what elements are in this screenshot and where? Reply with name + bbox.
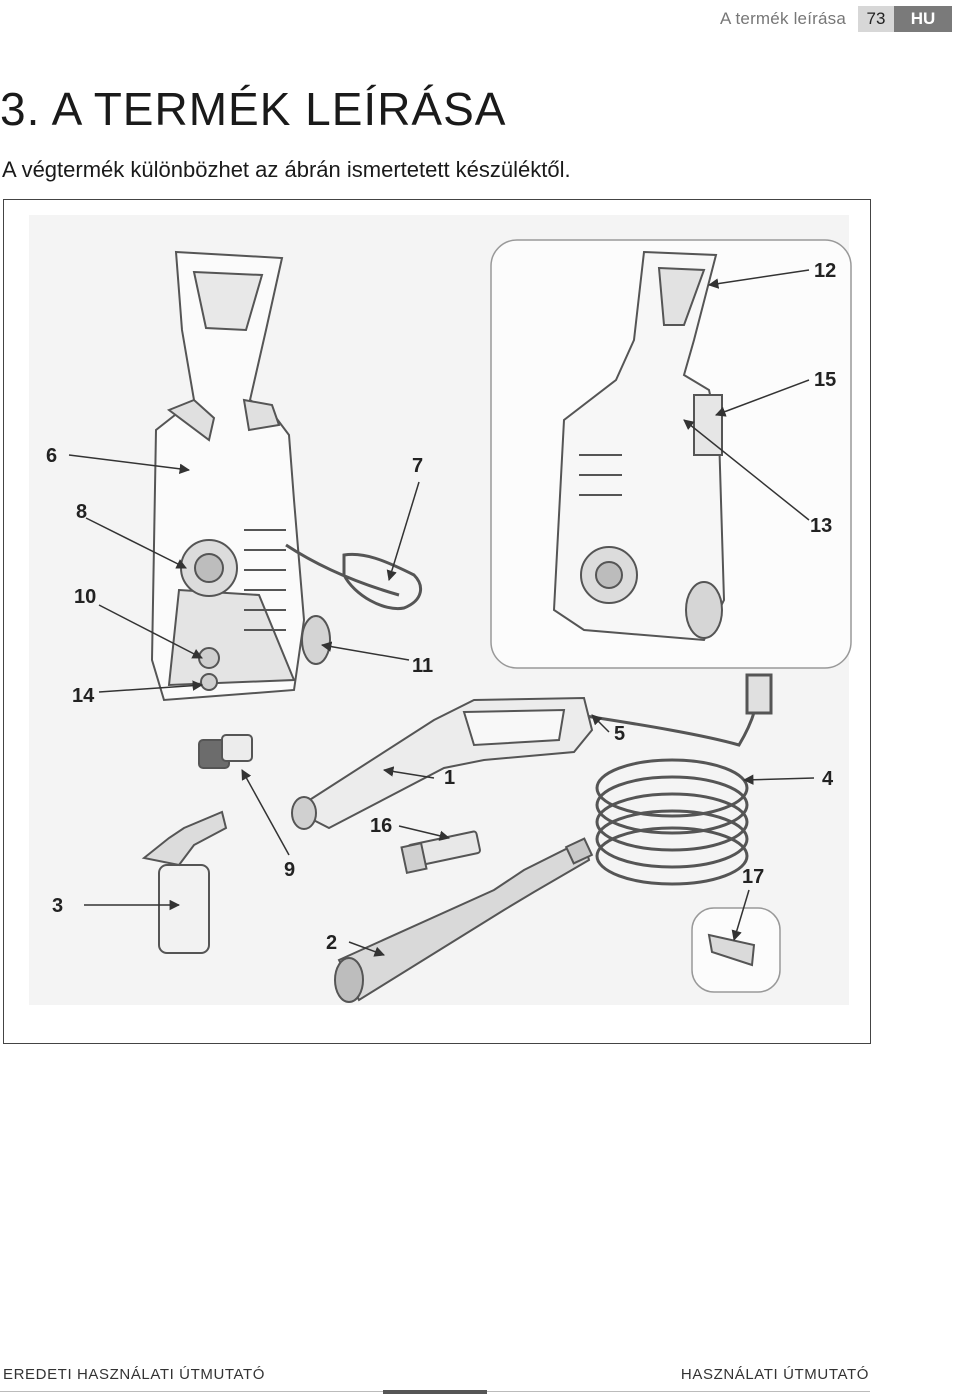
callout-9: 9 xyxy=(284,859,295,881)
callout-3: 3 xyxy=(52,895,63,917)
callout-8: 8 xyxy=(76,501,87,523)
footer-left-text: EREDETI HASZNÁLATI ÚTMUTATÓ xyxy=(3,1366,266,1383)
detergent-bottle xyxy=(141,810,228,954)
spray-lance xyxy=(334,837,594,1003)
callout-12: 12 xyxy=(814,260,836,282)
footer-right-text: HASZNÁLATI ÚTMUTATÓ xyxy=(680,1366,869,1383)
callout-5: 5 xyxy=(614,723,625,745)
callout-4: 4 xyxy=(822,768,834,790)
callout-7: 7 xyxy=(412,455,423,477)
callout-6: 6 xyxy=(46,445,57,467)
product-diagram: 1 2 3 4 5 6 7 8 9 10 11 12 13 14 15 16 1… xyxy=(3,199,871,1044)
callout-labels: 1 2 3 4 5 6 7 8 9 10 11 12 13 14 15 16 1… xyxy=(46,260,836,954)
leader-lines xyxy=(68,269,815,957)
header-section-title: A termék leírása xyxy=(719,9,846,28)
page-number: 73 xyxy=(858,6,894,32)
rear-view-inset xyxy=(490,239,852,669)
footer-accent-bar xyxy=(383,1390,487,1394)
spray-gun xyxy=(291,696,594,830)
callout-15: 15 xyxy=(814,369,836,391)
callout-17: 17 xyxy=(742,866,764,888)
callout-1: 1 xyxy=(444,767,455,789)
page-header: A termék leírása 73 HU xyxy=(720,6,952,32)
callout-14: 14 xyxy=(72,685,95,707)
callout-2: 2 xyxy=(326,932,337,954)
callout-13: 13 xyxy=(810,515,832,537)
high-pressure-hose xyxy=(578,673,773,886)
pressure-washer-front xyxy=(150,250,331,702)
adapter-inset xyxy=(691,907,781,993)
nozzle-9 xyxy=(198,734,253,769)
callout-10: 10 xyxy=(74,586,96,608)
power-cord xyxy=(285,543,423,611)
page-subtitle: A végtermék különbözhet az ábrán ismerte… xyxy=(2,157,571,182)
language-badge: HU xyxy=(894,6,952,32)
page-title: 3. A TERMÉK LEÍRÁSA xyxy=(0,83,507,135)
callout-16: 16 xyxy=(370,815,392,837)
product-illustration: 1 2 3 4 5 6 7 8 9 10 11 12 13 14 15 16 1… xyxy=(29,215,852,1005)
callout-11: 11 xyxy=(412,655,433,677)
